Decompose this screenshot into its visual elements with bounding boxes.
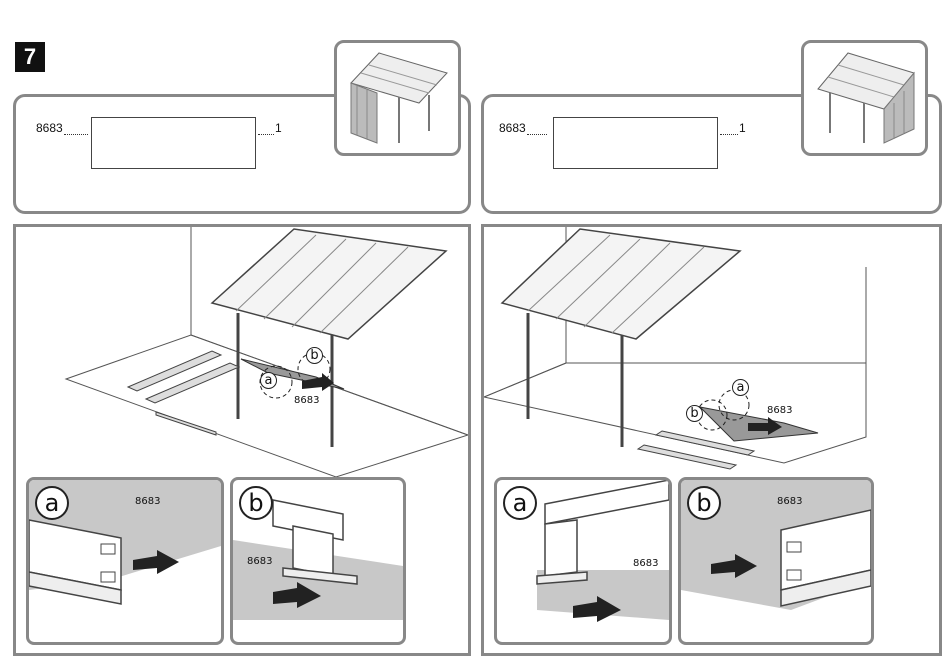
left-part-code: 8683 [36, 121, 63, 135]
left-leader-dots [64, 134, 88, 135]
left-qty-dots [258, 134, 274, 135]
left-callout-a: a [260, 372, 277, 389]
right-part-qty: 1 [739, 121, 746, 135]
right-detail-a-label: 8683 [633, 558, 658, 569]
left-thumbnail-pergola-drawing [337, 43, 458, 153]
left-detail-a: a 8683 [26, 477, 224, 645]
right-callout-a: a [732, 379, 749, 396]
left-scene-part-label: 8683 [294, 395, 319, 406]
left-assembly-thumbnail [334, 40, 461, 156]
right-qty-dots [720, 134, 738, 135]
left-callout-b: b [306, 347, 323, 364]
left-part-qty: 1 [275, 121, 282, 135]
right-leader-dots [527, 134, 547, 135]
left-detail-b-label: 8683 [247, 556, 272, 567]
right-part-panel-drawing [553, 117, 718, 169]
left-detail-b: b 8683 [230, 477, 406, 645]
left-detail-b-letter: b [239, 486, 273, 520]
step-number-badge: 7 [15, 42, 45, 72]
right-detail-b-letter: b [687, 486, 721, 520]
right-thumbnail-pergola-drawing [804, 43, 925, 153]
right-detail-b: b 8683 [678, 477, 874, 645]
right-callout-b: b [686, 405, 703, 422]
left-instruction-panel: a b 8683 a 8683 b 8683 [13, 224, 471, 656]
right-instruction-panel: a b 8683 a 8683 b 8683 [481, 224, 942, 656]
right-detail-a: a 8683 [494, 477, 672, 645]
left-part-panel-drawing [91, 117, 256, 169]
right-assembly-thumbnail [801, 40, 928, 156]
right-scene-part-label: 8683 [767, 405, 792, 416]
left-detail-a-label: 8683 [135, 496, 160, 507]
right-detail-b-label: 8683 [777, 496, 802, 507]
right-detail-a-letter: a [503, 486, 537, 520]
left-detail-a-letter: a [35, 486, 69, 520]
right-part-code: 8683 [499, 121, 526, 135]
